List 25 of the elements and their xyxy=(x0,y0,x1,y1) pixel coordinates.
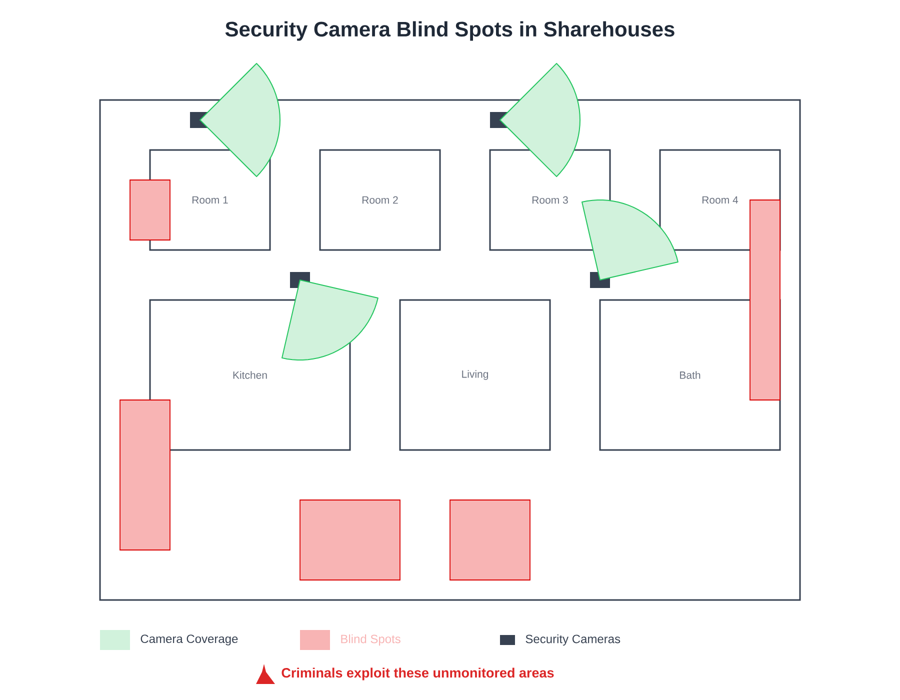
coverage-cone xyxy=(200,62,280,178)
room-label: Room 3 xyxy=(532,196,568,204)
room-label: Room 1 xyxy=(192,196,228,204)
title: Security Camera Blind Spots in Sharehouses xyxy=(225,21,674,41)
room-label: Bath xyxy=(680,371,700,379)
blind-spot xyxy=(750,200,780,400)
room-label: Room 2 xyxy=(362,196,398,204)
room-box xyxy=(599,299,781,451)
blind-spot xyxy=(130,180,170,240)
coverage-cone xyxy=(282,280,378,360)
room-label: Living xyxy=(462,370,488,380)
legend-label: Camera Coverage xyxy=(140,634,238,646)
room-label: Kitchen xyxy=(233,371,267,379)
legend-label: Security Cameras xyxy=(526,634,620,646)
room-label: Room 4 xyxy=(702,196,738,204)
blind-spot xyxy=(450,500,530,580)
coverage-cone xyxy=(582,200,678,280)
legend-label: Blind Spots xyxy=(341,634,400,646)
floor-plan-outline xyxy=(99,99,801,601)
blind-spot xyxy=(300,500,400,580)
blind-spot xyxy=(120,400,170,550)
room-box xyxy=(399,299,551,451)
room-box xyxy=(319,149,441,251)
warning-text: Criminals exploit these unmonitored areas xyxy=(282,668,554,680)
coverage-cone xyxy=(500,62,580,178)
